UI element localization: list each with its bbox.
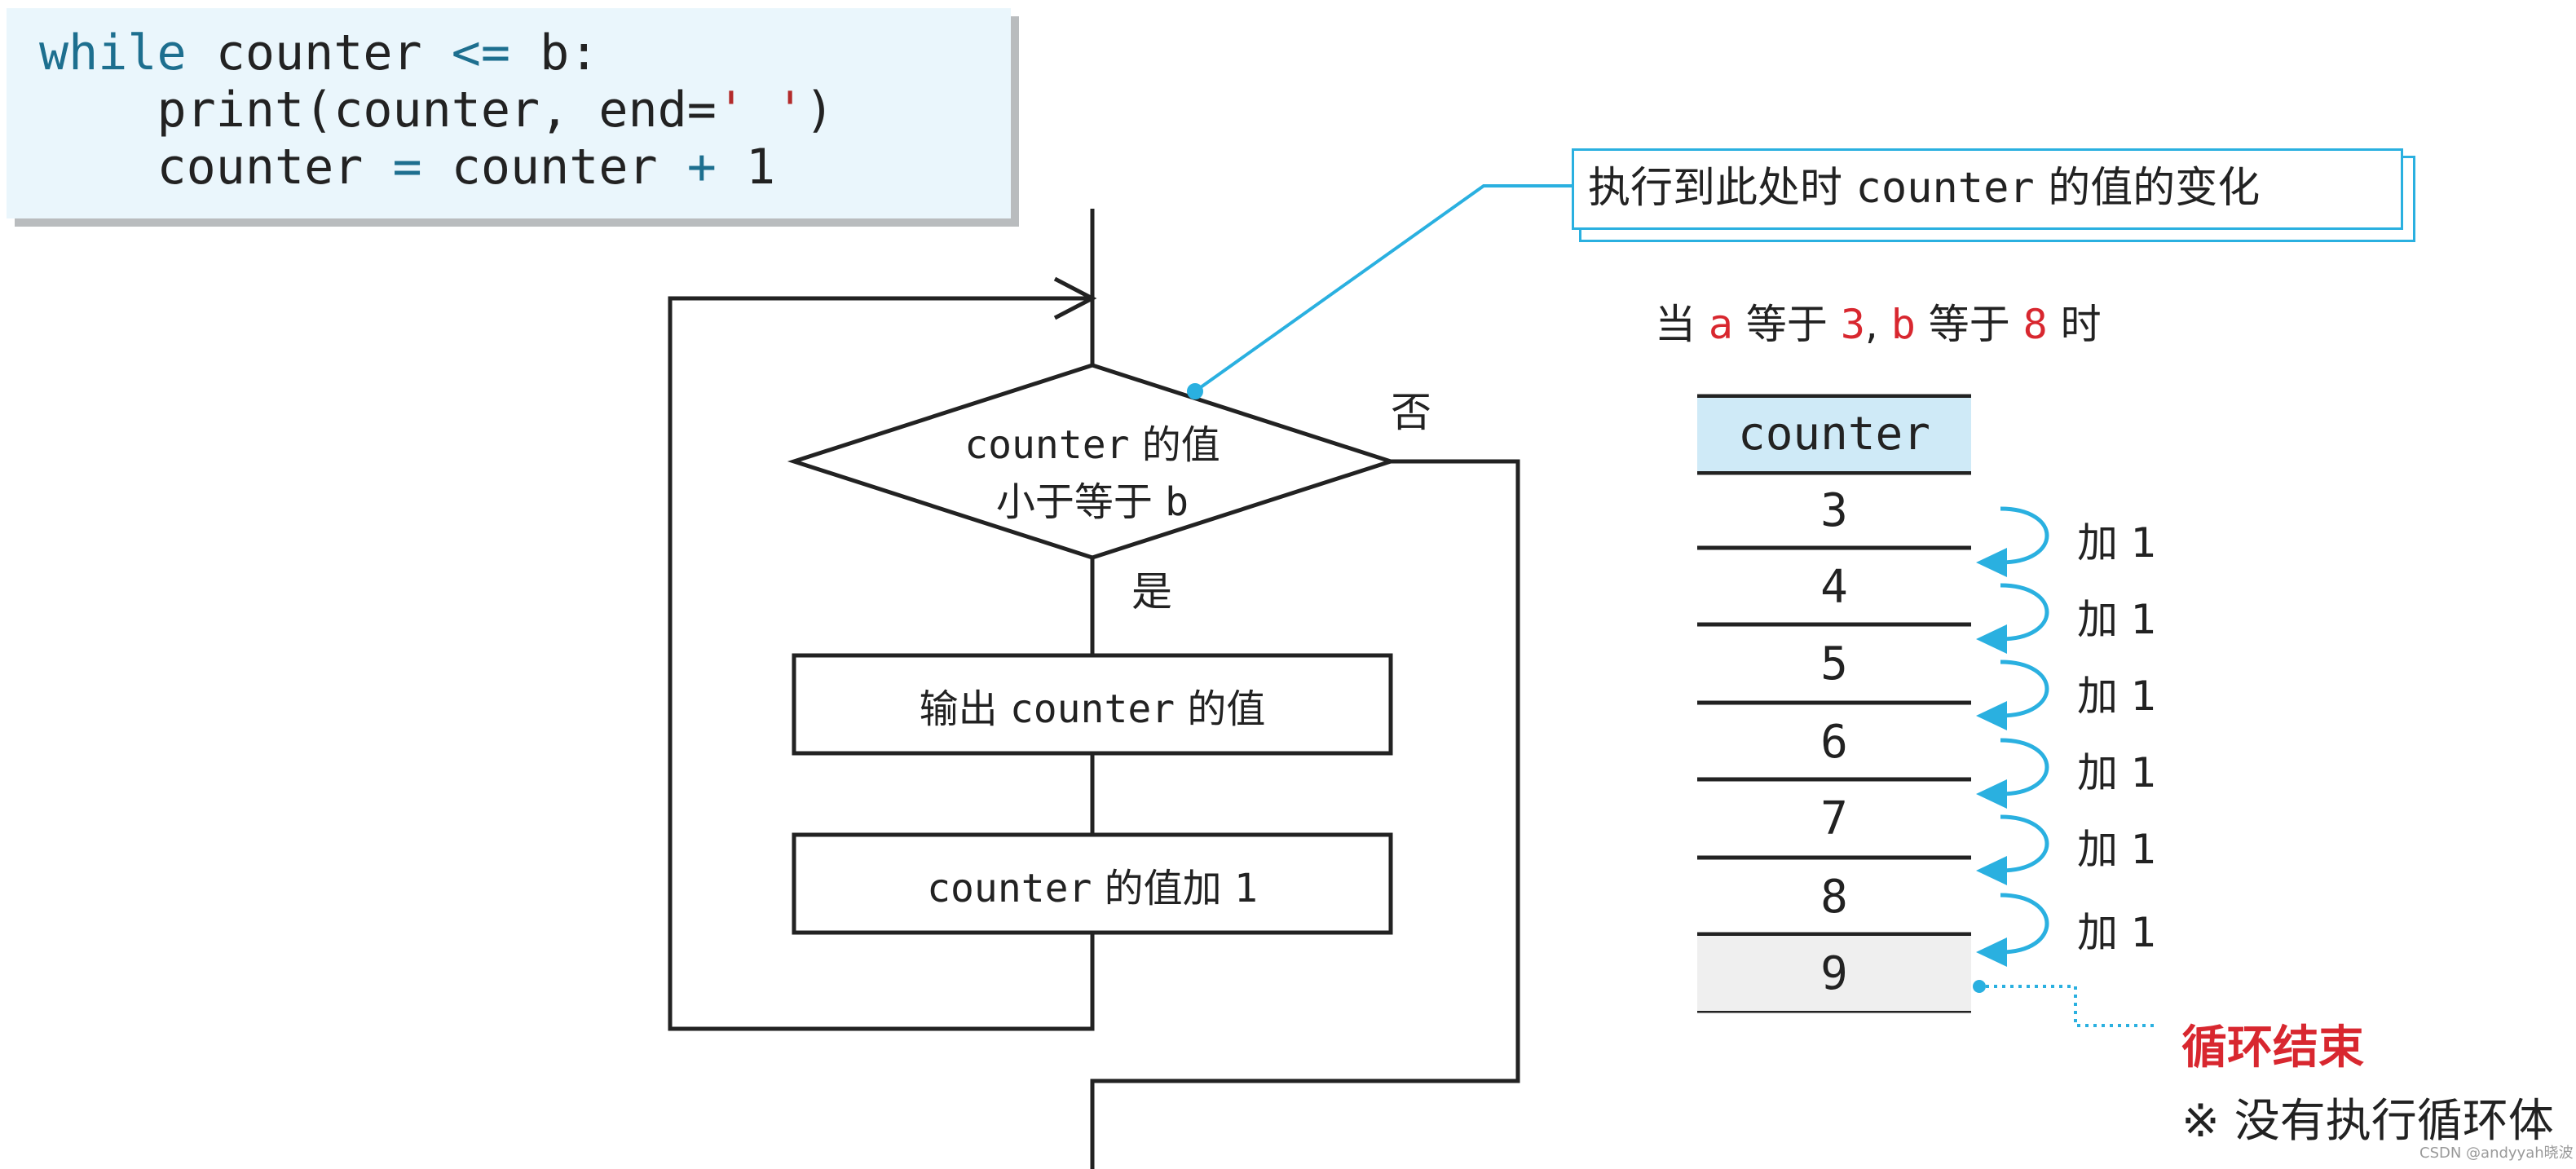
increment-arrow (2000, 506, 2049, 565)
callout-pointer (1193, 184, 1572, 393)
loop-back-line (668, 296, 1095, 1031)
end-dot (1973, 980, 1986, 993)
output-box-label: 输出 counter 的值 (919, 686, 1266, 732)
table-cell: 7 (1820, 792, 1848, 845)
increment-label: 加 1 (2077, 673, 2157, 720)
no-label: 否 (1391, 389, 1431, 436)
yes-label: 是 (1131, 568, 1172, 615)
watermark: CSDN @andyyah晓波 (2419, 1145, 2574, 1162)
loop-end-label: 循环结束 (2181, 1021, 2364, 1074)
end-connector (1986, 985, 2155, 1027)
table-cell: 3 (1820, 484, 1848, 537)
arrow-head (1976, 624, 2007, 654)
arrow-head (1976, 779, 2007, 809)
exit-line (1090, 459, 1520, 1169)
decision-label-line2: 小于等于 b (995, 479, 1189, 525)
increment-label: 加 1 (2077, 749, 2157, 796)
table-cell: 5 (1820, 637, 1848, 690)
table-cell: 4 (1820, 561, 1848, 614)
table-header: counter (1737, 408, 1930, 461)
increment-arrow (2000, 583, 2049, 642)
decision-label-line1: counter 的值 (964, 422, 1220, 468)
table-cell: 6 (1820, 716, 1848, 769)
increment-arrow (2000, 893, 2049, 955)
increment-arrow (2000, 659, 2049, 718)
arrow-head (1976, 548, 2007, 577)
code-line-3: counter = counter + 1 (39, 139, 776, 196)
code-block: while counter <= b: print(counter, end='… (7, 8, 1011, 218)
loop-end-note: ※ 没有执行循环体 (2181, 1095, 2554, 1148)
increment-arrow (2000, 738, 2049, 796)
callout-box (1572, 148, 2403, 230)
code-line-1: while counter <= b: (39, 24, 599, 82)
increment-label: 加 1 (2077, 596, 2157, 643)
increment-label: 加 1 (2077, 826, 2157, 873)
increment-arrow (2000, 814, 2049, 873)
arrow-head (1976, 701, 2007, 730)
table-last-row-bg (1697, 936, 1971, 1011)
table-header-bg (1697, 398, 1971, 471)
increment-arrows (2000, 506, 2049, 955)
arrow-head (1976, 937, 2007, 967)
increment-label: 加 1 (2077, 519, 2157, 567)
code-line-2: print(counter, end=' ') (39, 82, 835, 139)
condition-label: 当 a 等于 3, b 等于 8 时 (1655, 301, 2102, 348)
increment-label: 加 1 (2077, 909, 2157, 956)
arrow-head (1976, 856, 2007, 885)
table-cell: 9 (1820, 947, 1848, 1000)
table-cell: 8 (1820, 871, 1848, 924)
callout-dot (1187, 383, 1203, 399)
increment-box-label: counter 的值加 1 (927, 866, 1258, 911)
callout-label: 执行到此处时 counter 的值的变化 (1588, 164, 2261, 213)
